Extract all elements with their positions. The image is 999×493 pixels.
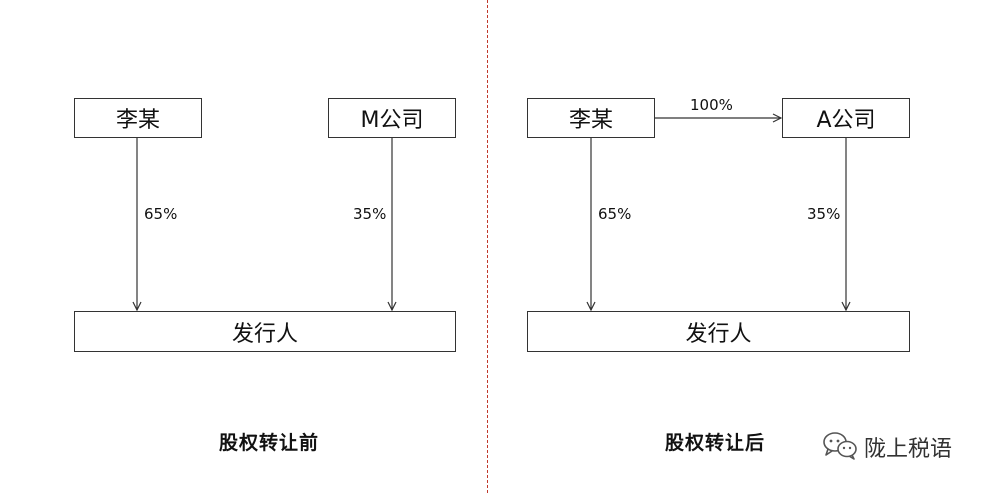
after-pct-person: 65% [598,205,632,223]
before-company-box: M公司 [328,98,456,138]
before-pct-company: 35% [353,205,387,223]
watermark-text: 陇上税语 [864,437,953,462]
after-company-box: A公司 [782,98,910,138]
before-issuer-label: 发行人 [231,321,298,347]
wechat-icon [822,430,858,464]
before-caption: 股权转让前 [219,432,320,454]
watermark: 陇上税语 [822,430,952,464]
after-person-box: 李某 [527,98,655,138]
before-company-label: M公司 [360,108,424,133]
after-issuer-box: 发行人 [527,311,910,352]
after-issuer-label: 发行人 [685,321,752,347]
after-pct-company: 35% [807,205,841,223]
after-company-label: A公司 [816,108,876,133]
after-person-label: 李某 [568,108,613,133]
center-divider [487,0,488,493]
before-person-label: 李某 [115,108,160,133]
after-pct-transfer: 100% [690,96,733,114]
before-pct-person: 65% [144,205,178,223]
before-person-box: 李某 [74,98,202,138]
after-caption: 股权转让后 [665,432,766,454]
before-issuer-box: 发行人 [74,311,456,352]
